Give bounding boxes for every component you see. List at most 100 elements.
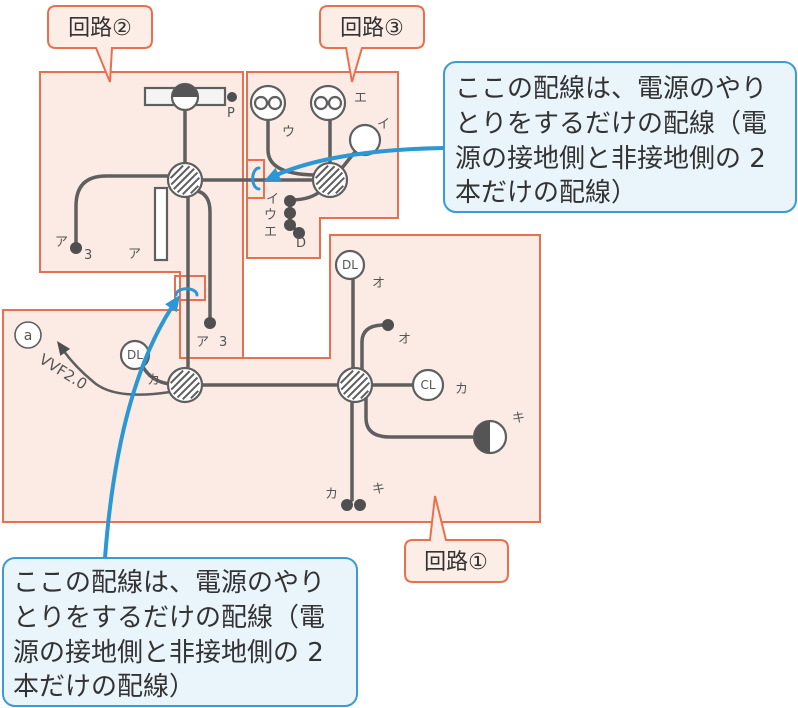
callout-top-line-4: 本だけの配線） [455, 178, 637, 208]
junction-hatch-line [339, 369, 354, 384]
wire-junction-to-receptacle [364, 396, 476, 439]
switch-o-label: オ [398, 332, 411, 347]
wire-junction-to-switch-o [360, 323, 384, 371]
left-cable-label: ア [55, 235, 68, 250]
tag-circuit-3-bubble [319, 5, 425, 83]
junction-box-icon-circuit-1-right [336, 366, 374, 404]
outlet-socket-right [327, 95, 343, 111]
receptacle-label: キ [512, 411, 525, 426]
callout-top: ここの配線は、電源のやり とりをするだけの配線（電 源の接地側と非接地側の 2 … [251, 61, 797, 213]
pendant-label: P [227, 106, 235, 121]
outlet-socket-left [253, 95, 269, 111]
junction-hatch-line [173, 168, 195, 190]
tag-circuit-1: 回路① [404, 495, 509, 583]
callout-top-arrow-head [264, 167, 282, 181]
callout-bottom-line-4: 本だけの配線） [13, 672, 195, 702]
bottom-cable-dot [204, 317, 216, 329]
junction-hatch-line [169, 164, 184, 179]
terminal-dot-u [284, 207, 296, 219]
receptacle-icon [472, 419, 508, 455]
regions [2, 71, 541, 523]
tag-circuit-2-text: 回路② [68, 16, 132, 41]
bottom-switch-dot-ka [341, 499, 353, 511]
junction-box-icon-circuit-1-left [166, 366, 204, 404]
junction-hatch-line [170, 370, 191, 391]
terminal-dot-d [293, 227, 305, 239]
pendant-terminal-dot [227, 92, 237, 102]
junction-hatch-line [176, 376, 199, 399]
junction-box-icon-circuit-2 [166, 161, 204, 199]
lamp-label: イ [377, 117, 390, 132]
wires [57, 108, 476, 502]
bottom-cable-count: 3 [219, 335, 227, 350]
junction-hatch-line [340, 370, 361, 391]
downlight-left-symbol: DL [127, 348, 143, 362]
ceiling-light-label: カ [455, 382, 468, 397]
region-tags: 回路② 回路③ 回路① [47, 5, 509, 583]
bottom-switch-dot-ki [354, 499, 366, 511]
terminal-label-u: ウ [264, 208, 277, 223]
junction-hatch-line [173, 373, 195, 395]
outlet-icon-1 [249, 84, 287, 122]
tag-circuit-1-text: 回路① [424, 550, 488, 575]
junction-hatch-line [314, 164, 329, 179]
wire-marker-loop-upper [251, 166, 261, 191]
terminal-dot-e [284, 219, 296, 231]
outlet-socket-left [313, 95, 329, 111]
junction-hatch-line [335, 185, 344, 194]
callout-bottom-line-2: とりをするだけの配線（電 [13, 603, 325, 633]
bottom-switch-label-ki: キ [372, 482, 385, 497]
cable-feed-arrow-head [57, 341, 71, 356]
junction-hatch-line [343, 373, 365, 395]
junction-hatch-line [170, 165, 191, 186]
wire-junction-2-to-bottom-cable [195, 189, 212, 319]
outlet-socket-right [267, 95, 283, 111]
downlight-top-icon [334, 249, 366, 281]
tag-circuit-3: 回路③ [319, 5, 425, 83]
callout-bottom-box [2, 557, 358, 707]
junction-hatch-line [318, 168, 340, 190]
tag-circuit-2-bubble [47, 5, 153, 83]
switch-o-dot [382, 319, 394, 331]
terminal-label-d: D [296, 236, 306, 251]
terminal-dot-i [284, 195, 296, 207]
callout-top-line-1: ここの配線は、電源のやり [455, 74, 767, 104]
junction-hatch-line [181, 381, 201, 401]
receptacle-half [474, 421, 490, 453]
fixture-lamp-shade [172, 84, 198, 97]
junction-box-icon-circuit-3 [311, 161, 349, 199]
tag-circuit-2: 回路② [47, 5, 153, 83]
outlet-icon-2 [309, 84, 347, 122]
bottom-cable-label: ア [196, 335, 209, 350]
outlet-2-label: エ [354, 91, 367, 106]
junction-hatch-line [176, 171, 199, 194]
junction-hatch-line [360, 390, 369, 399]
source-label: a [24, 328, 33, 344]
callout-bottom-line-3: 源の接地側と非接地側の 2 [13, 638, 324, 668]
junction-hatch-line [169, 369, 184, 384]
junction-hatch-line [315, 165, 336, 186]
junction-hatch-line [326, 176, 346, 196]
wire-junction-3-to-outlet-1 [266, 118, 316, 177]
junction-hatch-line [181, 176, 201, 196]
callout-top-line-3: 源の接地側と非接地側の 2 [455, 144, 766, 174]
crossing-box-lower [174, 275, 206, 301]
junction-hatch-line [321, 171, 344, 194]
cable-feed-arrow-line [61, 348, 172, 396]
pendant-fixture-icon [143, 82, 227, 112]
switch-rectangle-icon [153, 186, 169, 262]
left-cable-dot [70, 242, 82, 254]
callout-bottom: ここの配線は、電源のやり とりをするだけの配線（電 源の接地側と非接地側の 2 … [2, 287, 358, 707]
downlight-top-label: オ [372, 276, 385, 291]
wire-marker-loop-lower [174, 287, 199, 297]
downlight-left-label: カ [147, 373, 160, 388]
terminal-label-i: イ [266, 192, 279, 207]
outlet-1-label: ウ [282, 125, 295, 140]
junction-hatch-line [190, 390, 199, 399]
tag-circuit-1-bubble [404, 495, 509, 583]
callout-top-arrow [270, 146, 446, 179]
tag-circuit-3-text: 回路③ [340, 16, 404, 41]
downlight-top-symbol: DL [342, 258, 358, 272]
ceiling-light-icon [411, 368, 445, 402]
